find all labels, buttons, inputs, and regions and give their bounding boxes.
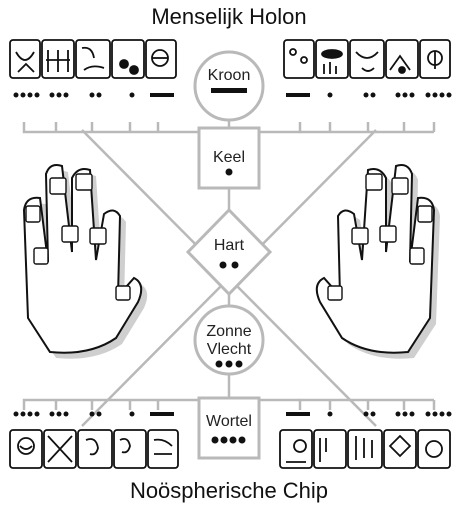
label-wortel: Wortel [206, 413, 252, 430]
label-kroon: Kroon [208, 67, 251, 84]
node-zonne-vlecht [195, 306, 263, 374]
label-hart: Hart [214, 237, 245, 254]
node-kroon [195, 52, 263, 120]
top-left-glyph-strip [10, 40, 176, 78]
top-right-glyph-strip [284, 40, 450, 78]
right-hand [317, 165, 440, 359]
label-zonne: Zonne [206, 323, 251, 340]
bottom-left-glyph-strip [10, 430, 178, 468]
label-keel: Keel [213, 149, 245, 166]
bottom-right-glyph-strip [280, 430, 450, 468]
label-vlecht: Vlecht [207, 341, 252, 358]
left-hand [24, 165, 147, 359]
